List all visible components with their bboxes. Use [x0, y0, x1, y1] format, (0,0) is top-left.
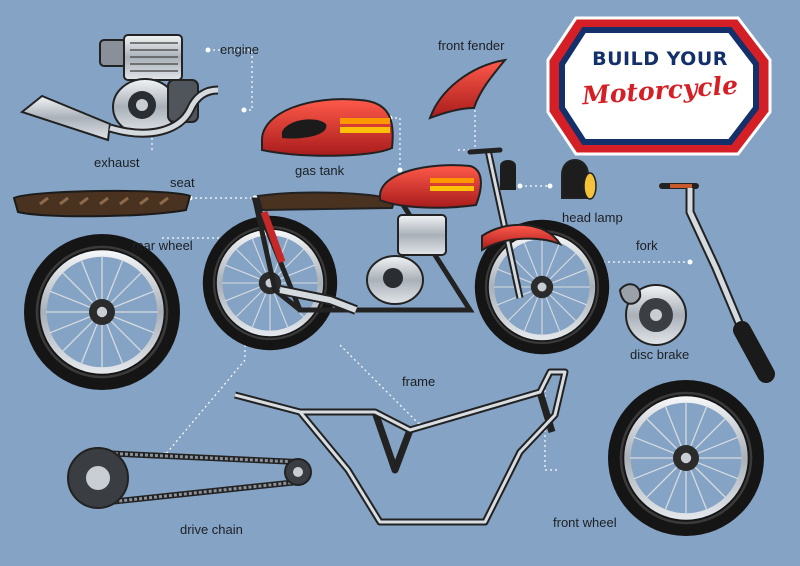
label-gas-tank: gas tank — [295, 163, 345, 178]
head-lamp-part — [561, 159, 597, 200]
label-front-wheel: front wheel — [553, 515, 617, 530]
fork-part — [659, 183, 775, 383]
label-fork: fork — [636, 238, 658, 253]
label-disc-brake: disc brake — [630, 347, 690, 362]
disc-brake-part — [618, 283, 687, 346]
rear-wheel-part — [24, 234, 180, 390]
front-wheel-part — [608, 380, 764, 536]
frame-part — [234, 368, 569, 526]
assembled-motorcycle — [203, 147, 609, 354]
drive-chain-part — [67, 447, 312, 509]
exhaust-part — [19, 85, 219, 142]
label-seat: seat — [170, 175, 195, 190]
badge-title: BUILD YOUR — [592, 48, 728, 70]
badge: BUILD YOUR Motorcycle — [548, 16, 772, 156]
label-engine: engine — [220, 42, 260, 57]
label-head-lamp: head lamp — [562, 210, 623, 225]
badge-subtitle: Motorcycle — [581, 70, 739, 111]
label-drive-chain: drive chain — [180, 522, 243, 537]
badge-frame — [546, 16, 772, 156]
label-frame: frame — [402, 374, 436, 389]
seat-part — [12, 189, 192, 218]
frame-part-highlight — [234, 370, 567, 524]
label-exhaust: exhaust — [94, 155, 140, 170]
label-front-fender: front fender — [438, 38, 505, 53]
engine-part — [99, 34, 199, 136]
gas-tank-part — [261, 98, 394, 157]
label-rear-wheel: rear wheel — [132, 238, 193, 253]
front-fender-part — [428, 58, 508, 120]
